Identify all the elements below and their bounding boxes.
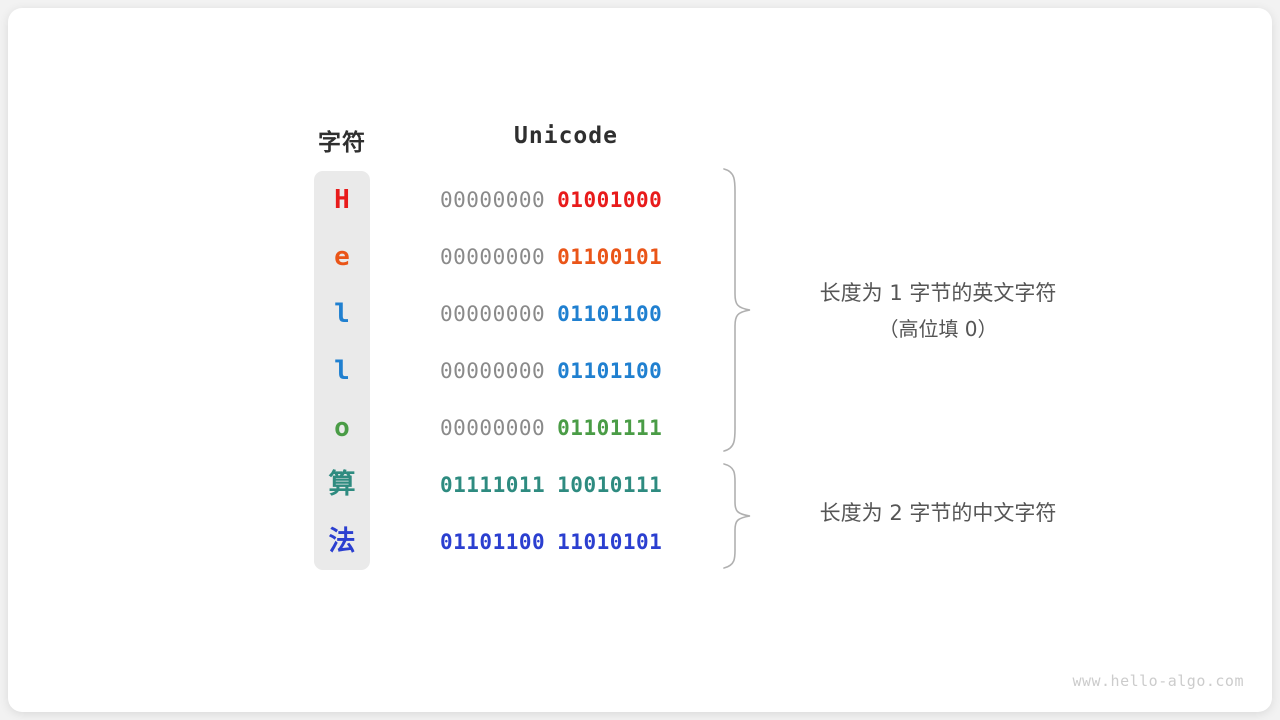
character-cell: H	[314, 171, 370, 228]
unicode-binary-row: 00000000 01001000	[440, 171, 692, 228]
high-byte: 00000000	[440, 187, 546, 212]
character-column	[314, 171, 370, 570]
character-cell: l	[314, 285, 370, 342]
annotation-ascii-main: 长度为 1 字节的英文字符	[819, 281, 1057, 305]
low-byte: 10010111	[557, 472, 663, 497]
brace-cjk-group	[723, 463, 751, 569]
unicode-binary-row: 00000000 01100101	[440, 228, 692, 285]
character-glyph: H	[334, 184, 350, 215]
column-header-unicode: Unicode	[514, 123, 618, 149]
character-glyph: 算	[328, 469, 356, 500]
low-byte: 01001000	[557, 187, 663, 212]
high-byte: 00000000	[440, 301, 546, 326]
unicode-binary-row: 01111011 10010111	[440, 456, 692, 513]
column-header-character: 字符	[318, 129, 366, 155]
character-glyph: e	[334, 241, 350, 272]
high-byte: 01111011	[440, 472, 546, 497]
annotation-cjk: 长度为 2 字节的中文字符	[783, 496, 1093, 532]
character-glyph: l	[334, 298, 350, 329]
unicode-binary-row: 00000000 01101100	[440, 285, 692, 342]
high-byte: 01101100	[440, 529, 546, 554]
unicode-binary-row: 00000000 01101111	[440, 399, 692, 456]
unicode-binary-row: 01101100 11010101	[440, 513, 692, 570]
low-byte: 01101100	[557, 301, 663, 326]
character-glyph: l	[334, 355, 350, 386]
brace-ascii-group	[723, 168, 751, 452]
character-cell: l	[314, 342, 370, 399]
character-cell: e	[314, 228, 370, 285]
character-cell: 法	[314, 513, 370, 570]
low-byte: 01101111	[557, 415, 663, 440]
character-cell: 算	[314, 456, 370, 513]
high-byte: 00000000	[440, 358, 546, 383]
unicode-binary-row: 00000000 01101100	[440, 342, 692, 399]
annotation-ascii-sub: （高位填 0）	[878, 316, 998, 341]
annotation-ascii: 长度为 1 字节的英文字符 （高位填 0）	[783, 276, 1093, 346]
character-glyph: 法	[328, 526, 356, 557]
character-cell: o	[314, 399, 370, 456]
low-byte: 01101100	[557, 358, 663, 383]
low-byte: 01100101	[557, 244, 663, 269]
annotation-cjk-main: 长度为 2 字节的中文字符	[819, 501, 1057, 525]
high-byte: 00000000	[440, 415, 546, 440]
watermark: www.hello-algo.com	[1072, 672, 1244, 690]
low-byte: 11010101	[557, 529, 663, 554]
diagram-card: 字符 Unicode H 00000000 01001000 e 00000000 011…	[8, 8, 1272, 712]
character-glyph: o	[334, 412, 350, 443]
high-byte: 00000000	[440, 244, 546, 269]
